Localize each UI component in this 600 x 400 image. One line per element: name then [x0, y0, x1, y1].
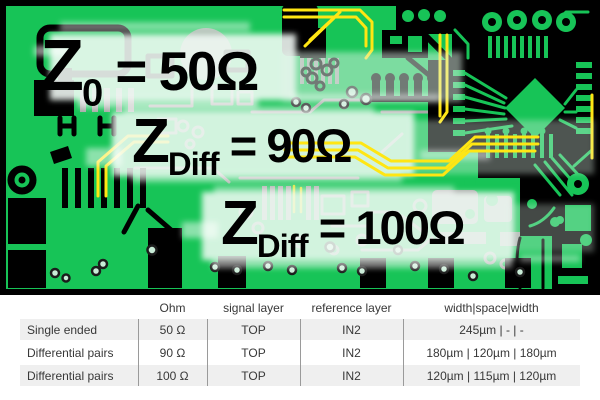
column-divider: [403, 319, 404, 386]
pcb-artwork: [0, 0, 600, 295]
signal-layer-cell: TOP: [241, 368, 266, 383]
widths-cell: 120µm | 115µm | 120µm: [426, 368, 557, 383]
table-header-ohm: Ohm: [159, 301, 186, 315]
impedance-subscript: Diff: [256, 227, 309, 265]
column-divider: [207, 319, 208, 386]
signal-layer-cell: TOP: [241, 322, 266, 337]
row-label: Differential pairs: [27, 345, 114, 360]
table-header-reference-layer: reference layer: [311, 301, 392, 315]
smudge-overlay: [34, 22, 594, 268]
column-divider: [300, 319, 301, 386]
impedance-table: Ohm signal layer reference layer width|s…: [20, 297, 580, 388]
impedance-label-zdiff-100ohm: ZDiff = 100Ω: [221, 193, 466, 265]
table-header-signal-layer: signal layer: [223, 301, 284, 315]
pcb-photo: Z0 = 50Ω ZDiff = 90Ω ZDiff = 100Ω: [0, 0, 600, 295]
impedance-subscript: Diff: [167, 145, 220, 183]
column-divider: [138, 319, 139, 386]
impedance-symbol: Z: [132, 107, 170, 176]
table-body: Single ended 50 Ω TOP IN2 245µm | - | - …: [20, 319, 580, 386]
impedance-symbol: Z: [221, 189, 259, 258]
impedance-value: = 50Ω: [102, 40, 259, 102]
ohm-cell: 90 Ω: [159, 345, 186, 360]
reference-layer-cell: IN2: [342, 322, 361, 337]
reference-layer-cell: IN2: [342, 368, 361, 383]
impedance-value: = 90Ω: [218, 119, 353, 172]
ohm-cell: 50 Ω: [159, 322, 186, 337]
table-header-width-space-width: width|space|width: [444, 301, 539, 315]
impedance-subscript: 0: [81, 71, 103, 115]
widths-cell: 245µm | - | -: [459, 322, 524, 337]
reference-layer-cell: IN2: [342, 345, 361, 360]
impedance-label-zdiff-90ohm: ZDiff = 90Ω: [132, 111, 353, 183]
widths-cell: 180µm | 120µm | 180µm: [426, 345, 557, 360]
table-header-row: Ohm signal layer reference layer width|s…: [20, 297, 580, 319]
row-label: Single ended: [27, 322, 98, 337]
signal-layer-cell: TOP: [241, 345, 266, 360]
yellow-diffpair-bundle: [283, 135, 540, 177]
row-label: Differential pairs: [27, 368, 114, 383]
ohm-cell: 100 Ω: [156, 368, 189, 383]
impedance-label-z0-50ohm: Z0 = 50Ω: [40, 30, 259, 115]
impedance-value: = 100Ω: [307, 201, 466, 254]
impedance-symbol: Z: [40, 26, 84, 106]
